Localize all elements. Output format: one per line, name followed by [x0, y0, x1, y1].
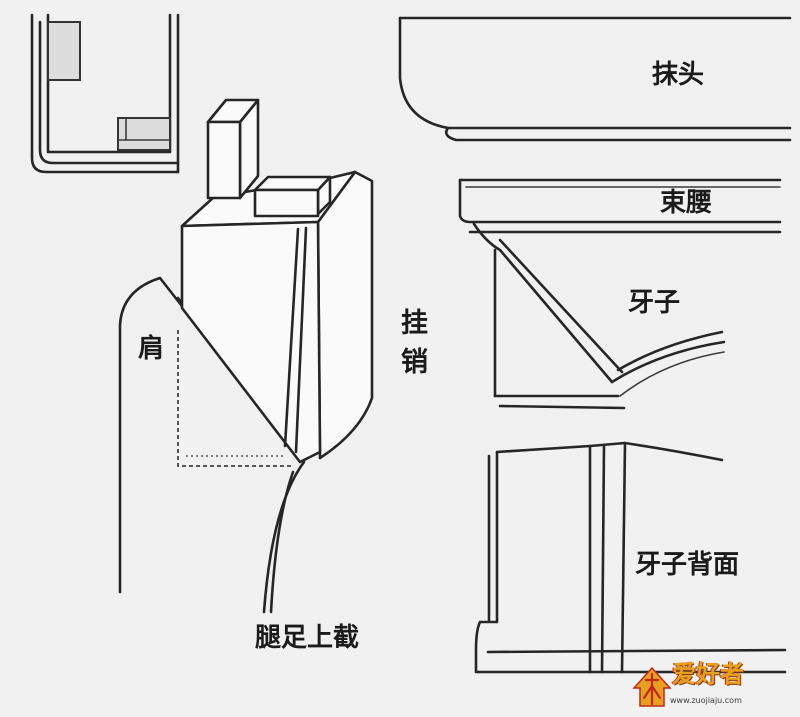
watermark-name: 爱好者	[672, 660, 744, 688]
watermark-wood-glyph	[642, 672, 662, 706]
label-shuyao: 束腰	[660, 188, 713, 218]
motou-bottom-edge	[444, 126, 792, 142]
shuyao-outline	[458, 178, 782, 224]
yazi-curve-lower	[610, 340, 726, 384]
tall-tenon-front-face	[206, 120, 242, 200]
dovetail-groove-right	[294, 226, 308, 454]
shuyao-member	[458, 178, 782, 224]
frame-outer-edge	[30, 13, 180, 174]
yazi-back-left-edge	[474, 450, 787, 674]
yazi-diagonal-outer	[472, 222, 614, 384]
leg-top-block	[180, 98, 374, 464]
yazi-diagonal-inner	[498, 238, 624, 374]
frame-corner-detail	[30, 13, 180, 174]
watermark-logo	[632, 666, 672, 707]
hidden-mortise-outline	[177, 330, 292, 467]
shoulder-outline	[118, 276, 306, 614]
frame-top-tenon	[47, 21, 81, 81]
block-front-face	[180, 220, 322, 464]
label-jian: 肩	[138, 334, 165, 364]
frame-panel-edge	[46, 13, 172, 154]
yazi-back-member	[474, 441, 787, 674]
frame-inner-edge	[38, 20, 180, 165]
watermark-url: www.zuojiaju.com	[670, 696, 742, 705]
dovetail-groove-left	[283, 227, 300, 448]
label-guaxiao: 挂销	[396, 308, 427, 386]
leg-inner-curve	[269, 470, 295, 614]
label-yazi-beimian: 牙子背面	[635, 550, 740, 580]
motou-outline	[398, 16, 792, 130]
yazi-back-groove-mid	[600, 443, 606, 674]
yazi-curve-bottom	[619, 351, 725, 397]
yazi-member	[468, 222, 782, 410]
label-motou: 抹头	[652, 60, 705, 90]
frame-bottom-tenon-line	[117, 117, 171, 141]
motou-member	[398, 16, 792, 142]
block-right-face	[316, 170, 374, 460]
yazi-back-top-edge	[495, 441, 724, 462]
short-tenon-top-face	[253, 175, 332, 192]
yazi-back-bottom-line	[486, 648, 787, 654]
label-yazi: 牙子	[628, 288, 681, 318]
yazi-back-groove-right	[620, 441, 627, 674]
yazi-bottom-edge-lower	[498, 404, 626, 410]
label-tuizu-shangjie: 腿足上截	[255, 623, 360, 653]
short-tenon-front-face	[253, 188, 320, 218]
yazi-curve-upper	[616, 330, 724, 372]
